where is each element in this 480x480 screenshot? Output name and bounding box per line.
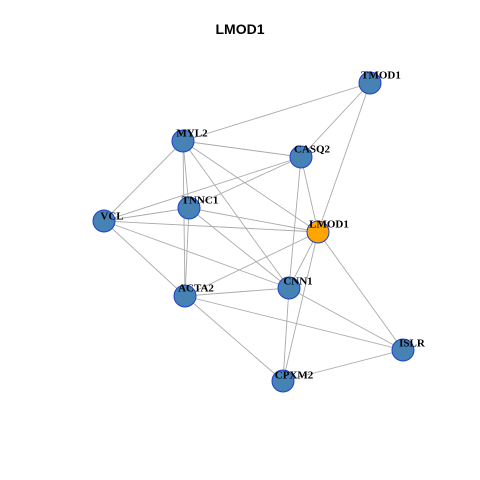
node-vcl	[92, 209, 116, 233]
node-label-tnnc1: TNNC1	[182, 195, 219, 207]
edge-acta2-cnn1	[184, 287, 290, 297]
node-label-vcl: VCL	[100, 211, 123, 223]
node-lmod1	[306, 220, 330, 244]
edge-tmod1-lmod1	[317, 82, 371, 233]
edge-casq2-cnn1	[288, 156, 302, 289]
edge-cnn1-cpxm2	[282, 287, 290, 382]
edge-casq2-tnnc1	[188, 156, 302, 209]
edge-cpxm2-islr	[282, 349, 404, 382]
edge-tmod1-myl2	[182, 82, 371, 142]
node-label-cpxm2: CPXM2	[275, 370, 314, 382]
node-label-tmod1: TMOD1	[361, 70, 401, 82]
edge-myl2-casq2	[182, 140, 302, 158]
node-label-lmod1: LMOD1	[309, 219, 349, 231]
edge-tnnc1-acta2	[184, 207, 190, 297]
edge-acta2-islr	[184, 295, 404, 351]
nodes-layer	[92, 71, 415, 393]
edge-cnn1-islr	[288, 287, 404, 351]
graph-title: LMOD1	[215, 21, 265, 37]
node-label-islr: ISLR	[399, 338, 426, 350]
edge-tnnc1-cnn1	[188, 207, 290, 289]
node-cnn1	[277, 276, 301, 300]
node-label-acta2: ACTA2	[178, 283, 214, 295]
node-islr	[391, 338, 415, 362]
node-tnnc1	[177, 196, 201, 220]
edge-myl2-acta2	[182, 140, 186, 297]
node-label-myl2: MYL2	[176, 128, 208, 140]
edge-vcl-acta2	[103, 220, 186, 297]
node-casq2	[289, 145, 313, 169]
edge-lmod1-islr	[317, 231, 404, 351]
node-acta2	[173, 284, 197, 308]
edge-vcl-lmod1	[103, 220, 319, 233]
edge-tmod1-casq2	[300, 82, 371, 158]
edge-vcl-cnn1	[103, 220, 290, 289]
edge-lmod1-acta2	[184, 231, 319, 297]
edge-acta2-cpxm2	[184, 295, 284, 382]
node-label-casq2: CASQ2	[294, 144, 331, 156]
edge-tnnc1-vcl	[103, 207, 190, 222]
edge-myl2-vcl	[103, 140, 184, 222]
edge-lmod1-cpxm2	[282, 231, 319, 382]
node-myl2	[171, 129, 195, 153]
edge-myl2-cnn1	[182, 140, 290, 289]
node-cpxm2	[271, 369, 295, 393]
edges-layer	[103, 82, 404, 382]
edge-casq2-vcl	[103, 156, 302, 222]
edge-casq2-lmod1	[300, 156, 319, 233]
node-label-cnn1: CNN1	[283, 276, 312, 288]
edge-tnnc1-lmod1	[188, 207, 319, 233]
node-tmod1	[358, 71, 382, 95]
